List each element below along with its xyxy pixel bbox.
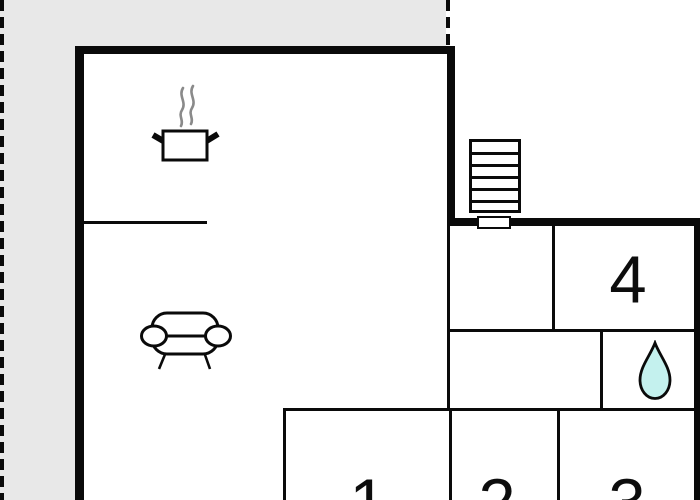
partition-room1-left [283, 408, 286, 500]
water-drop-icon [638, 340, 672, 400]
partition-kitchen [84, 221, 207, 224]
door-icon [477, 216, 511, 229]
stairs-icon [469, 139, 521, 213]
outside-area-top [0, 0, 446, 46]
wall-exterior-upper-right [447, 46, 455, 226]
boundary-dashed-line-left [0, 0, 4, 500]
partition-room1-room2 [449, 408, 452, 500]
sofa-icon [140, 311, 232, 370]
partition-horizontal-mid [447, 329, 695, 332]
partition-bathroom-left [600, 330, 603, 410]
room-label-4: 4 [609, 242, 647, 318]
wall-exterior-left [75, 46, 84, 500]
room-label-1: 1 [349, 470, 386, 500]
wall-exterior-middle [447, 218, 700, 226]
room-label-2: 2 [478, 470, 515, 500]
wall-exterior-top [75, 46, 455, 54]
room-label-3: 3 [608, 470, 645, 500]
partition-room2-room3 [557, 409, 560, 500]
boundary-dashed-line-top [446, 0, 450, 46]
outside-area-left [0, 0, 76, 500]
partition-room4-left [552, 226, 555, 332]
cooking-pot-icon [151, 84, 220, 162]
wall-exterior-right [694, 218, 700, 500]
partition-bottom-rooms-top [283, 408, 700, 411]
partition-livingroom-right [447, 226, 450, 410]
